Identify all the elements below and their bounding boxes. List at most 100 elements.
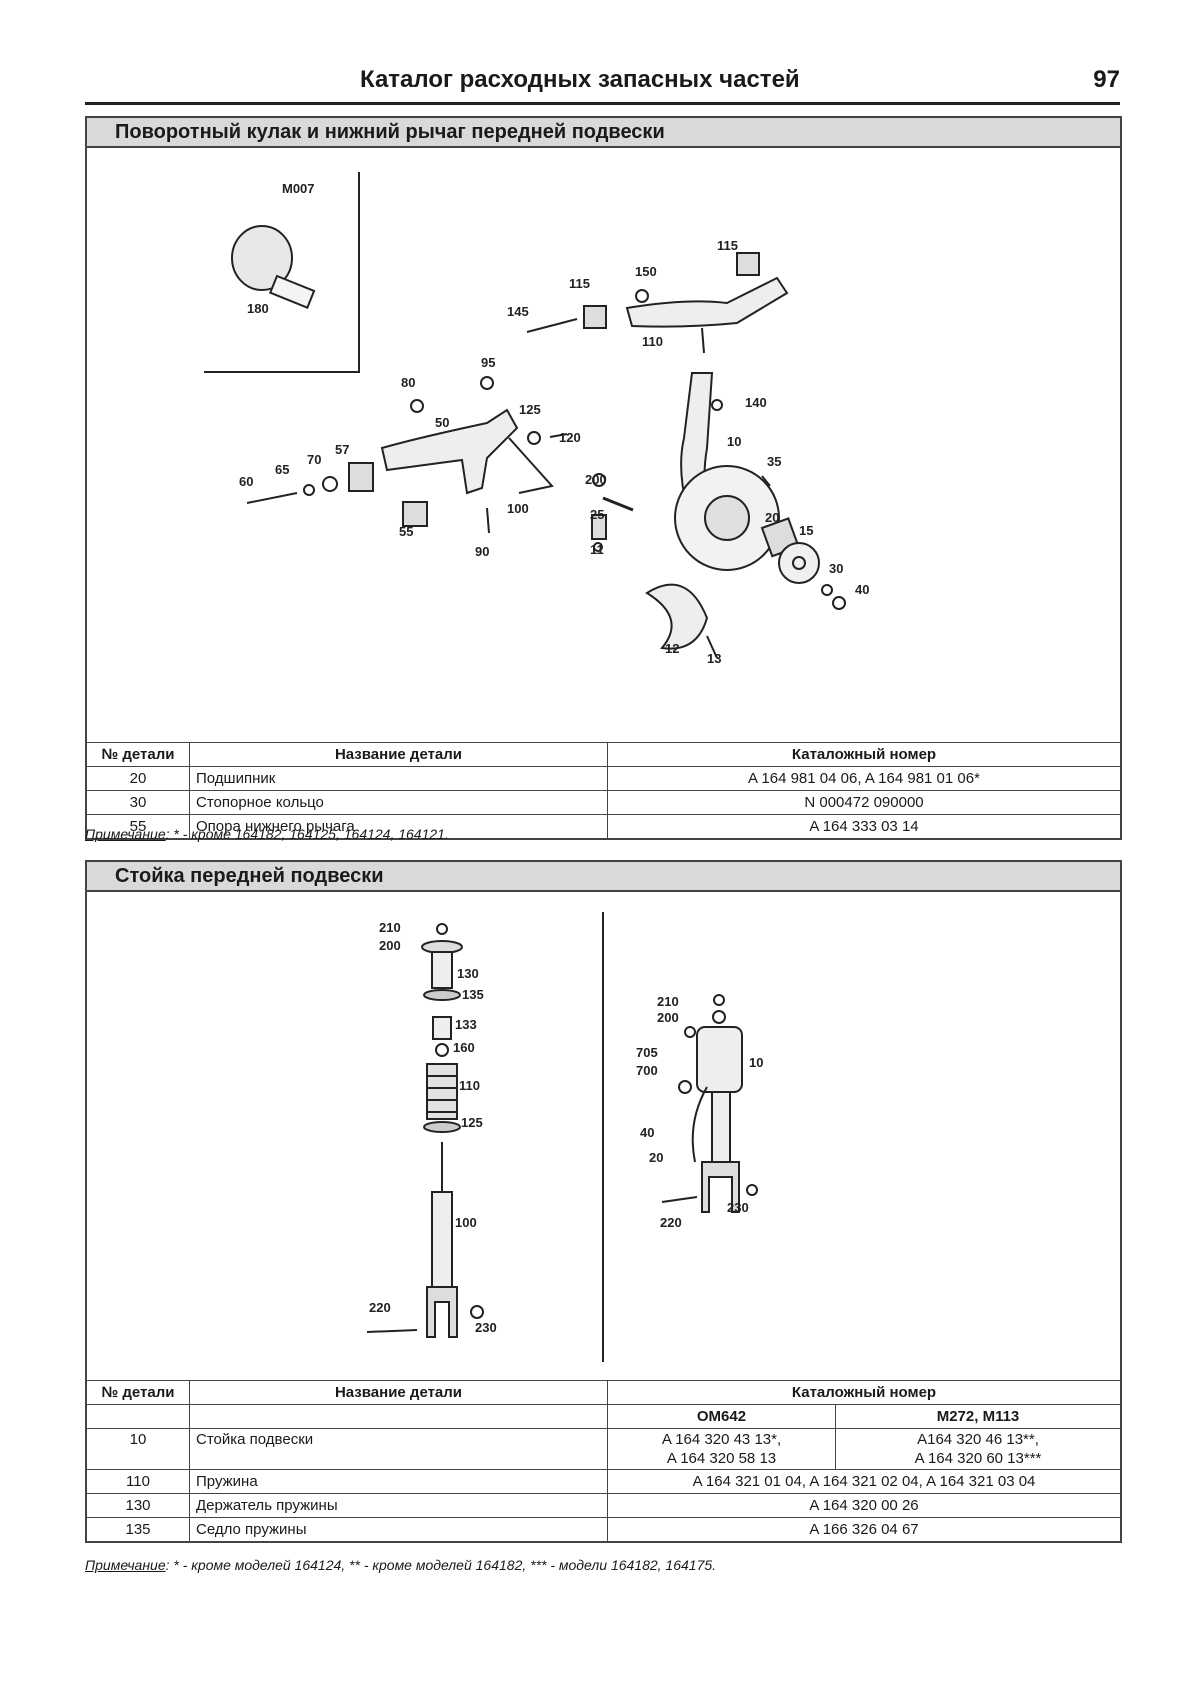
callout-label: 120 [559,430,581,445]
part-name: Седло пружины [189,1517,608,1541]
part-number: 135 [87,1517,190,1541]
callout-label: 95 [481,355,495,370]
callout-label: 200 [657,1010,679,1025]
catalog-number: A 164 333 03 14 [607,814,1120,838]
callout-label: 35 [767,454,781,469]
section-strut: Стойка передней подвески [85,860,1122,1543]
callout-label: 110 [459,1078,480,1093]
callout-label: 160 [453,1040,475,1055]
column-header: Название детали [189,1380,608,1405]
table-row: 10 Стойка подвески A 164 320 43 13*, A 1… [87,1428,1120,1470]
engine-column-header: M272, M113 [835,1404,1120,1429]
callout-label: 700 [636,1063,658,1078]
callout-label: 180 [247,301,269,316]
callout-label: 12 [665,641,679,656]
column-header: № детали [87,1380,190,1405]
callout-label: M007 [282,181,315,196]
callout-label: 200 [379,938,401,953]
callout-label: 125 [519,402,541,417]
callout-label: 133 [455,1017,477,1032]
page-number: 97 [1093,66,1120,93]
footnote-strut: Примечание: * - кроме моделей 164124, **… [85,1557,716,1573]
footnote-label: Примечание [85,1557,166,1573]
part-number: 20 [87,766,190,791]
catalog-number: N 000472 090000 [607,790,1120,815]
callout-label: 230 [475,1320,497,1335]
callout-label: 80 [401,375,415,390]
catalog-number: A 164 320 00 26 [607,1493,1120,1518]
callout-label: 40 [855,582,869,597]
table-row: 30 Стопорное кольцо N 000472 090000 [87,790,1120,815]
callout-label: 200 [585,472,607,487]
section-title: Стойка передней подвески [87,862,1120,892]
catalog-number: A 164 981 04 06, A 164 981 01 06* [607,766,1120,791]
part-name: Стопорное кольцо [189,790,608,815]
catalog-number-om642: A 164 320 43 13*, A 164 320 58 13 [607,1428,836,1470]
callout-label: 70 [307,452,321,467]
catalog-number: A 166 326 04 67 [607,1517,1120,1541]
table-subheader-row: OM642 M272, M113 [87,1404,1120,1429]
part-number: 130 [87,1493,190,1518]
page-header: Каталог расходных запасных частей 97 [85,60,1120,105]
callout-label: 15 [799,523,813,538]
callout-label: 115 [569,276,590,291]
callout-label: 130 [457,966,479,981]
column-header: Каталожный номер [607,742,1120,767]
callout-label: 115 [717,238,738,253]
part-number: 30 [87,790,190,815]
callout-label: 40 [640,1125,654,1140]
callout-label: 145 [507,304,529,319]
callout-label: 100 [507,501,529,516]
catalog-number: A 164 321 01 04, A 164 321 02 04, A 164 … [607,1469,1120,1494]
part-name: Стойка подвески [189,1428,608,1470]
table-row: 135 Седло пружины A 166 326 04 67 [87,1517,1120,1541]
table-row: 20 Подшипник A 164 981 04 06, A 164 981 … [87,766,1120,791]
knuckle-exploded-view: M007 180 115 150 115 145 110 95 80 125 5… [204,172,869,666]
callout-label: 210 [379,920,401,935]
table-header-row: № детали Название детали Каталожный номе… [87,742,1120,767]
callout-label: 13 [707,651,721,666]
callout-label: 11 [590,542,604,557]
callout-label: 55 [399,524,413,539]
part-number: 10 [87,1428,190,1470]
callout-label: 90 [475,544,489,559]
knuckle-diagram: M007 180 115 150 115 145 110 95 80 125 5… [87,148,1120,742]
part-number: 110 [87,1469,190,1494]
callout-label: 210 [657,994,679,1009]
empty-cell [189,1404,608,1429]
callout-label: 50 [435,415,449,430]
callout-label: 705 [636,1045,658,1060]
callout-label: 10 [727,434,741,449]
callout-label: 60 [239,474,253,489]
engine-column-header: OM642 [607,1404,836,1429]
part-name: Подшипник [189,766,608,791]
table-row: 110 Пружина A 164 321 01 04, A 164 321 0… [87,1469,1120,1494]
catalog-number-m272: A164 320 46 13**, A 164 320 60 13*** [835,1428,1120,1470]
strut-diagram: 210 200 130 135 133 160 110 125 100 220 … [87,892,1120,1380]
column-header: № детали [87,742,190,767]
callout-label: 110 [642,334,663,349]
callout-label: 30 [829,561,843,576]
callout-label: 20 [649,1150,663,1165]
parts-table-knuckle: № детали Название детали Каталожный номе… [87,742,1120,838]
table-header-row: № детали Название детали Каталожный номе… [87,1380,1120,1405]
knuckle-callouts: M007 180 115 150 115 145 110 95 80 125 5… [239,181,869,666]
callout-label: 150 [635,264,657,279]
callout-label: 220 [660,1215,682,1230]
parts-table-strut: № детали Название детали Каталожный номе… [87,1380,1120,1541]
footnote-text: : * - кроме моделей 164124, ** - кроме м… [165,1557,717,1573]
strut-callouts-right: 210 200 705 700 10 40 20 220 230 [636,994,763,1230]
callout-label: 10 [749,1055,763,1070]
callout-label: 25 [590,507,604,522]
callout-label: 140 [745,395,767,410]
callout-label: 230 [727,1200,749,1215]
column-header: Название детали [189,742,608,767]
callout-label: 65 [275,462,289,477]
footnote-knuckle: Примечание: * - кроме 164182, 164125, 16… [85,826,449,842]
callout-label: 125 [461,1115,483,1130]
part-name: Пружина [189,1469,608,1494]
footnote-label: Примечание [85,826,166,842]
strut-exploded-view: 210 200 130 135 133 160 110 125 100 220 … [366,912,763,1362]
page-title: Каталог расходных запасных частей [360,66,800,93]
table-row: 55 Опора нижнего рычага A 164 333 03 14 [87,814,1120,838]
